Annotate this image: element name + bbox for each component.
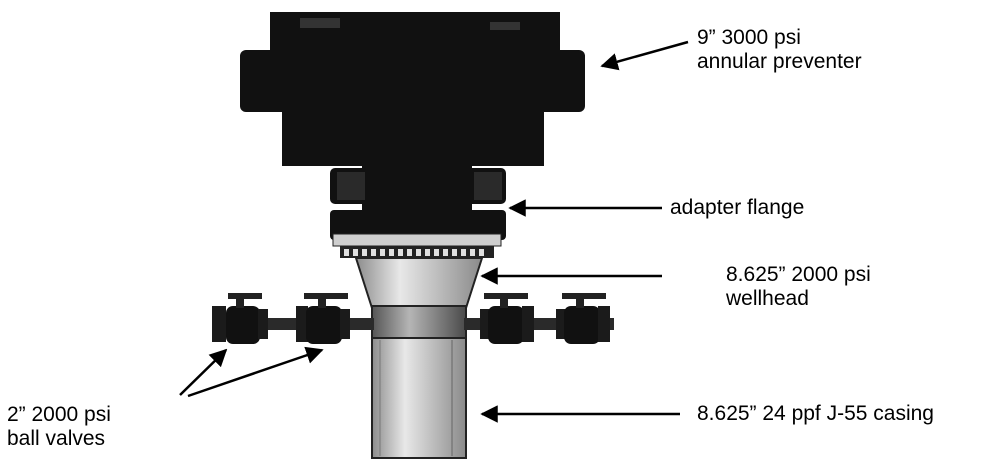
annular-preventer: [240, 12, 585, 166]
casing-label: 8.625” 24 ppf J-55 casing: [697, 402, 934, 426]
annular-preventer-label: 9” 3000 psi annular preventer: [697, 26, 862, 74]
valve-arrow-2: [187, 346, 324, 398]
ball-valve-right-inner: [480, 293, 534, 344]
annular-preventer-label-line1: 9” 3000 psi: [697, 26, 801, 49]
adapter-flange-label-line1: adapter flange: [670, 196, 805, 219]
annular-preventer-label-line2: annular preventer: [697, 50, 862, 73]
ball-valve-left-inner: [296, 293, 350, 344]
wellhead-label: 8.625” 2000 psi wellhead: [726, 263, 871, 311]
adapter-flange-label: adapter flange: [670, 196, 804, 220]
wellhead-label-line2: wellhead: [726, 287, 809, 310]
ball-valves-label-line2: ball valves: [7, 427, 106, 450]
casing-label-line1: 8.625” 24 ppf J-55 casing: [697, 402, 934, 425]
ball-valves-label: 2” 2000 psi ball valves: [7, 403, 111, 451]
ball-valve-right-outer: [556, 293, 610, 344]
ball-valves-label-line1: 2” 2000 psi: [7, 403, 111, 426]
wellhead-label-line1: 8.625” 2000 psi: [726, 263, 871, 286]
adapter-flange: [330, 160, 506, 258]
ball-valve-left-outer: [212, 293, 268, 344]
casing: [371, 337, 467, 459]
wellhead: [354, 257, 484, 339]
annular-arrow: [600, 40, 689, 71]
valve-arrow-1: [179, 348, 228, 396]
